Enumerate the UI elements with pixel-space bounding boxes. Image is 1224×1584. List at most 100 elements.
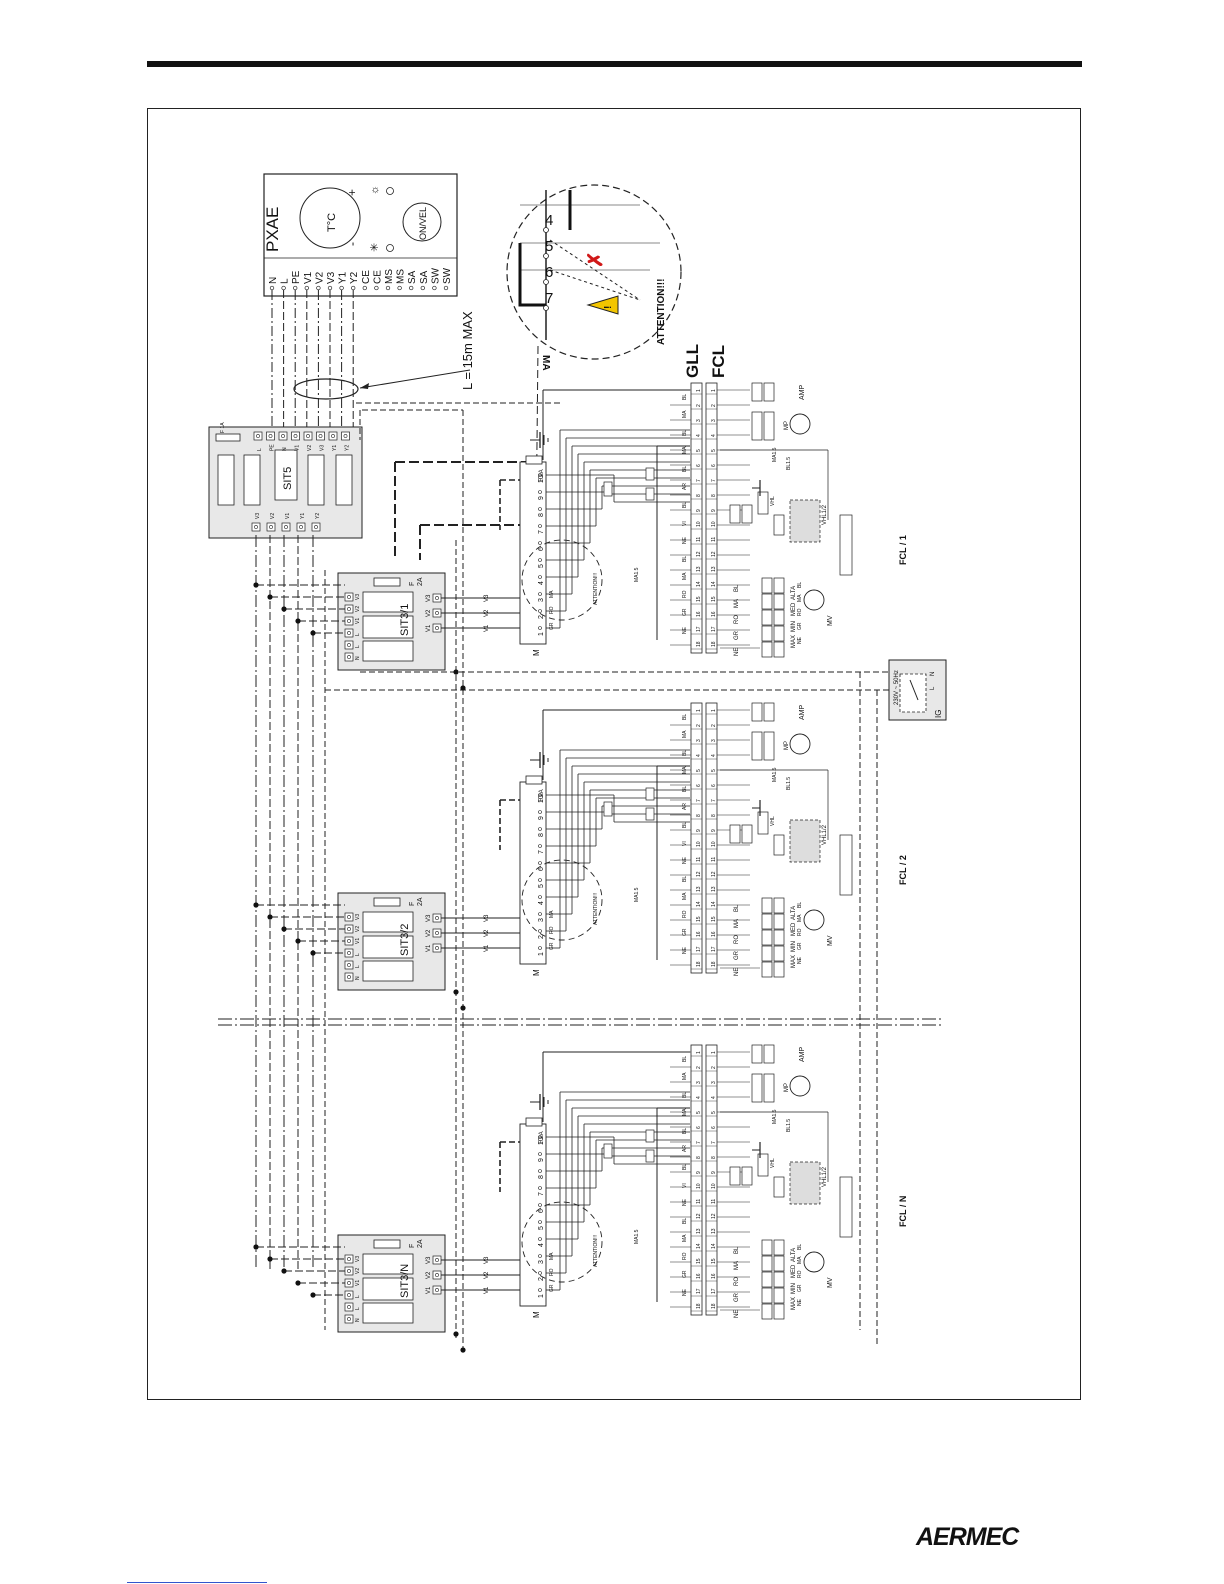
strip-number: 16 [696,611,702,617]
m-number: 8 [538,513,545,517]
strip-number: 14 [711,581,717,587]
relay [362,615,414,639]
mp-label: MP [784,1083,790,1092]
strip-number: 12 [711,551,717,557]
thermostat-name: PXAE [263,207,282,252]
relay [362,1253,414,1275]
terminal [311,522,321,532]
wire-label: BL1.5 [786,457,792,470]
m-number: 3 [538,1260,545,1264]
terminal-screw [347,1257,351,1261]
mv-terminal [761,945,773,962]
terminal [296,522,306,532]
valve-terminal [773,834,785,856]
terminal-screw [435,916,439,920]
valve-label: VHL [770,816,776,826]
relay [362,640,414,662]
junction-node [460,1347,466,1353]
strip-number: 6 [696,1126,702,1129]
forbidden-cross-icon: ✗ [585,251,607,268]
mv-terminal [761,913,773,930]
m-number: 4 [538,581,545,585]
m-label: M [532,969,541,976]
wire-label: V2 [484,609,490,617]
m-number: 10 [538,1137,545,1145]
terminal-screw [435,611,439,615]
terminal-screw [420,285,425,291]
strip-number: 3 [696,419,702,422]
strip-number: 1 [711,1051,717,1054]
wire-label: MA [797,914,803,922]
junction-node [310,630,316,636]
valve-icon [757,491,769,515]
strip-number: 14 [696,1243,702,1249]
strip-number: 5 [696,449,702,452]
thermostat-minus: - [345,242,359,246]
attention-label: ATTENTION!!! [593,573,599,605]
wire-label: GR [682,928,688,936]
connector [645,1129,655,1143]
valve-group [789,1161,821,1205]
terminal-label: Y1 [300,513,306,519]
strip-number: 2 [711,1066,717,1069]
wire-label: MA1.5 [634,567,640,582]
junction-node [281,1268,287,1274]
strip-number: 10 [696,841,702,847]
wire-label: RO [734,1277,740,1286]
terminal [281,522,291,532]
junction-node [453,669,459,675]
strip-number: 13 [696,886,702,892]
wire-label: RO [734,615,740,624]
terminal-label: Y2 [349,271,360,284]
terminal-screw [347,1317,351,1321]
wire-label: BL [682,876,688,882]
valve-terminal [773,514,785,536]
strip-number: 2 [711,404,717,407]
wire-label: V2 [484,1271,490,1279]
terminal [266,522,276,532]
wire-label: GR [797,622,803,630]
fcl-terminal-strip [705,382,718,654]
gll-terminal-strip [690,382,703,654]
terminal-label: V3 [355,914,361,920]
wire-label: BL1.5 [786,1119,792,1132]
wire-label: MA [734,1261,740,1270]
strip-number: 13 [696,1228,702,1234]
strip-number: 17 [711,626,717,632]
m-number: 8 [538,833,545,837]
terminal-label: N [355,656,361,660]
speed-label: MAX [791,1297,797,1310]
aermec-logo: AERMEC [916,1523,1019,1551]
wire-label: MA [682,1234,688,1242]
m-label: M [532,649,541,656]
strip-number: 3 [696,1081,702,1084]
terminal-screw [347,951,351,955]
wire-label: VI [682,841,688,846]
terminal-screw [538,895,542,899]
drawing-frame [147,108,1081,1400]
mv-terminal [761,1239,773,1256]
junction-node [453,989,459,995]
strip-number: 15 [711,1258,717,1264]
strip-number: 1 [696,1051,702,1054]
mv-terminal [761,961,773,978]
terminal [432,913,442,923]
terminal-label: V3 [426,914,432,922]
terminal-screw [435,946,439,950]
terminal-screw [374,285,379,291]
terminal-label: V1 [426,624,432,632]
section-break [218,1018,943,1026]
strip-number: 1 [711,389,717,392]
junction-node [460,1005,466,1011]
gll-terminal-strip [690,702,703,974]
ig-supply: 230V ~ 50Hz [894,670,900,705]
junction-node [267,594,273,600]
strip-number: 3 [711,739,717,742]
strip-number: 10 [711,841,717,847]
wire-label: V3 [484,594,490,602]
strip-number: 4 [711,1096,717,1099]
